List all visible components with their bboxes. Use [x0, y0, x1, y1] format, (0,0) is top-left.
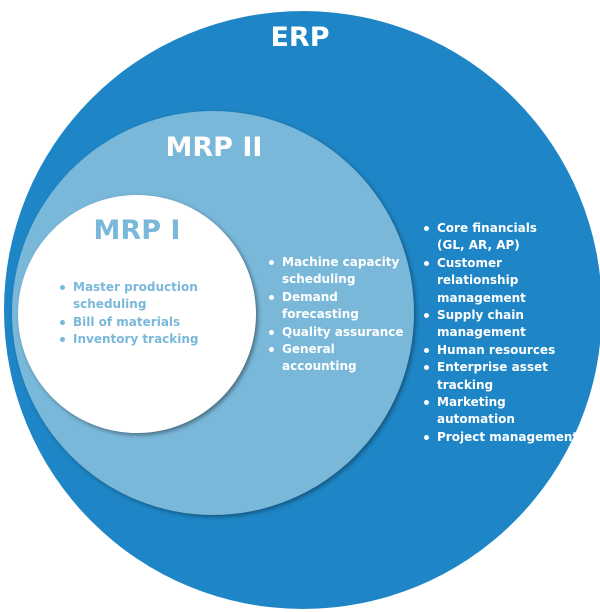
list-item: Enterprise asset tracking [424, 359, 567, 394]
bullet-icon [424, 365, 429, 371]
bullet-icon [424, 313, 429, 319]
erp-list: Core financials (GL, AR, AP) Customer re… [424, 220, 586, 446]
list-item: Demand forecasting [269, 289, 362, 324]
list-item: Core financials (GL, AR, AP) [424, 220, 537, 255]
bullet-icon [269, 294, 274, 300]
list-item: Machine capacity scheduling [269, 254, 409, 289]
mrp1-list: Master production scheduling Bill of mat… [60, 279, 210, 349]
bullet-icon [424, 260, 429, 266]
bullet-icon [60, 337, 65, 343]
list-item: Marketing automation [424, 394, 586, 429]
bullet-icon [60, 319, 65, 325]
list-item: General accounting [269, 341, 362, 376]
list-item: Supply chain management [424, 307, 547, 342]
bullet-icon [424, 226, 429, 231]
mrp2-list: Machine capacity scheduling Demand forec… [269, 254, 409, 376]
erp-title: ERP [270, 22, 330, 53]
list-item: Inventory tracking [60, 331, 210, 348]
list-item: Master production scheduling [60, 279, 210, 314]
list-item: Human resources [424, 342, 586, 359]
bullet-icon [424, 434, 429, 440]
mrp2-title: MRP II [165, 132, 263, 163]
list-item: Customer relationship management [424, 255, 586, 307]
bullet-icon [269, 347, 274, 353]
list-item: Quality assurance [269, 324, 409, 341]
list-item: Project management [424, 429, 586, 446]
bullet-icon [424, 400, 429, 406]
bullet-icon [269, 260, 274, 265]
list-item: Bill of materials [60, 314, 210, 331]
mrp1-title: MRP I [93, 215, 181, 246]
bullet-icon [269, 329, 274, 335]
bullet-icon [60, 285, 65, 290]
mrp1-circle [18, 195, 256, 433]
bullet-icon [424, 347, 429, 353]
